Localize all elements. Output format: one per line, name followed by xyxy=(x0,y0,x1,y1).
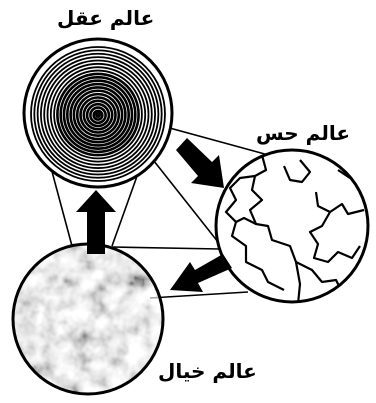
arrow-hess-to-khiyal-icon xyxy=(170,254,232,292)
hess-circle xyxy=(216,150,368,304)
label-world-of-imagination: عالم خیال xyxy=(158,361,257,381)
label-world-of-intellect: عالم عقل xyxy=(57,8,154,28)
connector-aql-hess-top xyxy=(155,124,272,156)
khiyal-circle xyxy=(10,242,166,398)
label-world-of-sense: عالم حس xyxy=(256,123,350,143)
mottled-texture-icon xyxy=(10,242,166,398)
arrow-aql-to-hess-icon xyxy=(176,138,224,188)
connector-khiyal-hess-bottom xyxy=(150,292,248,298)
aql-circle xyxy=(24,39,172,187)
connector-khiyal-hess-top xyxy=(112,247,220,249)
